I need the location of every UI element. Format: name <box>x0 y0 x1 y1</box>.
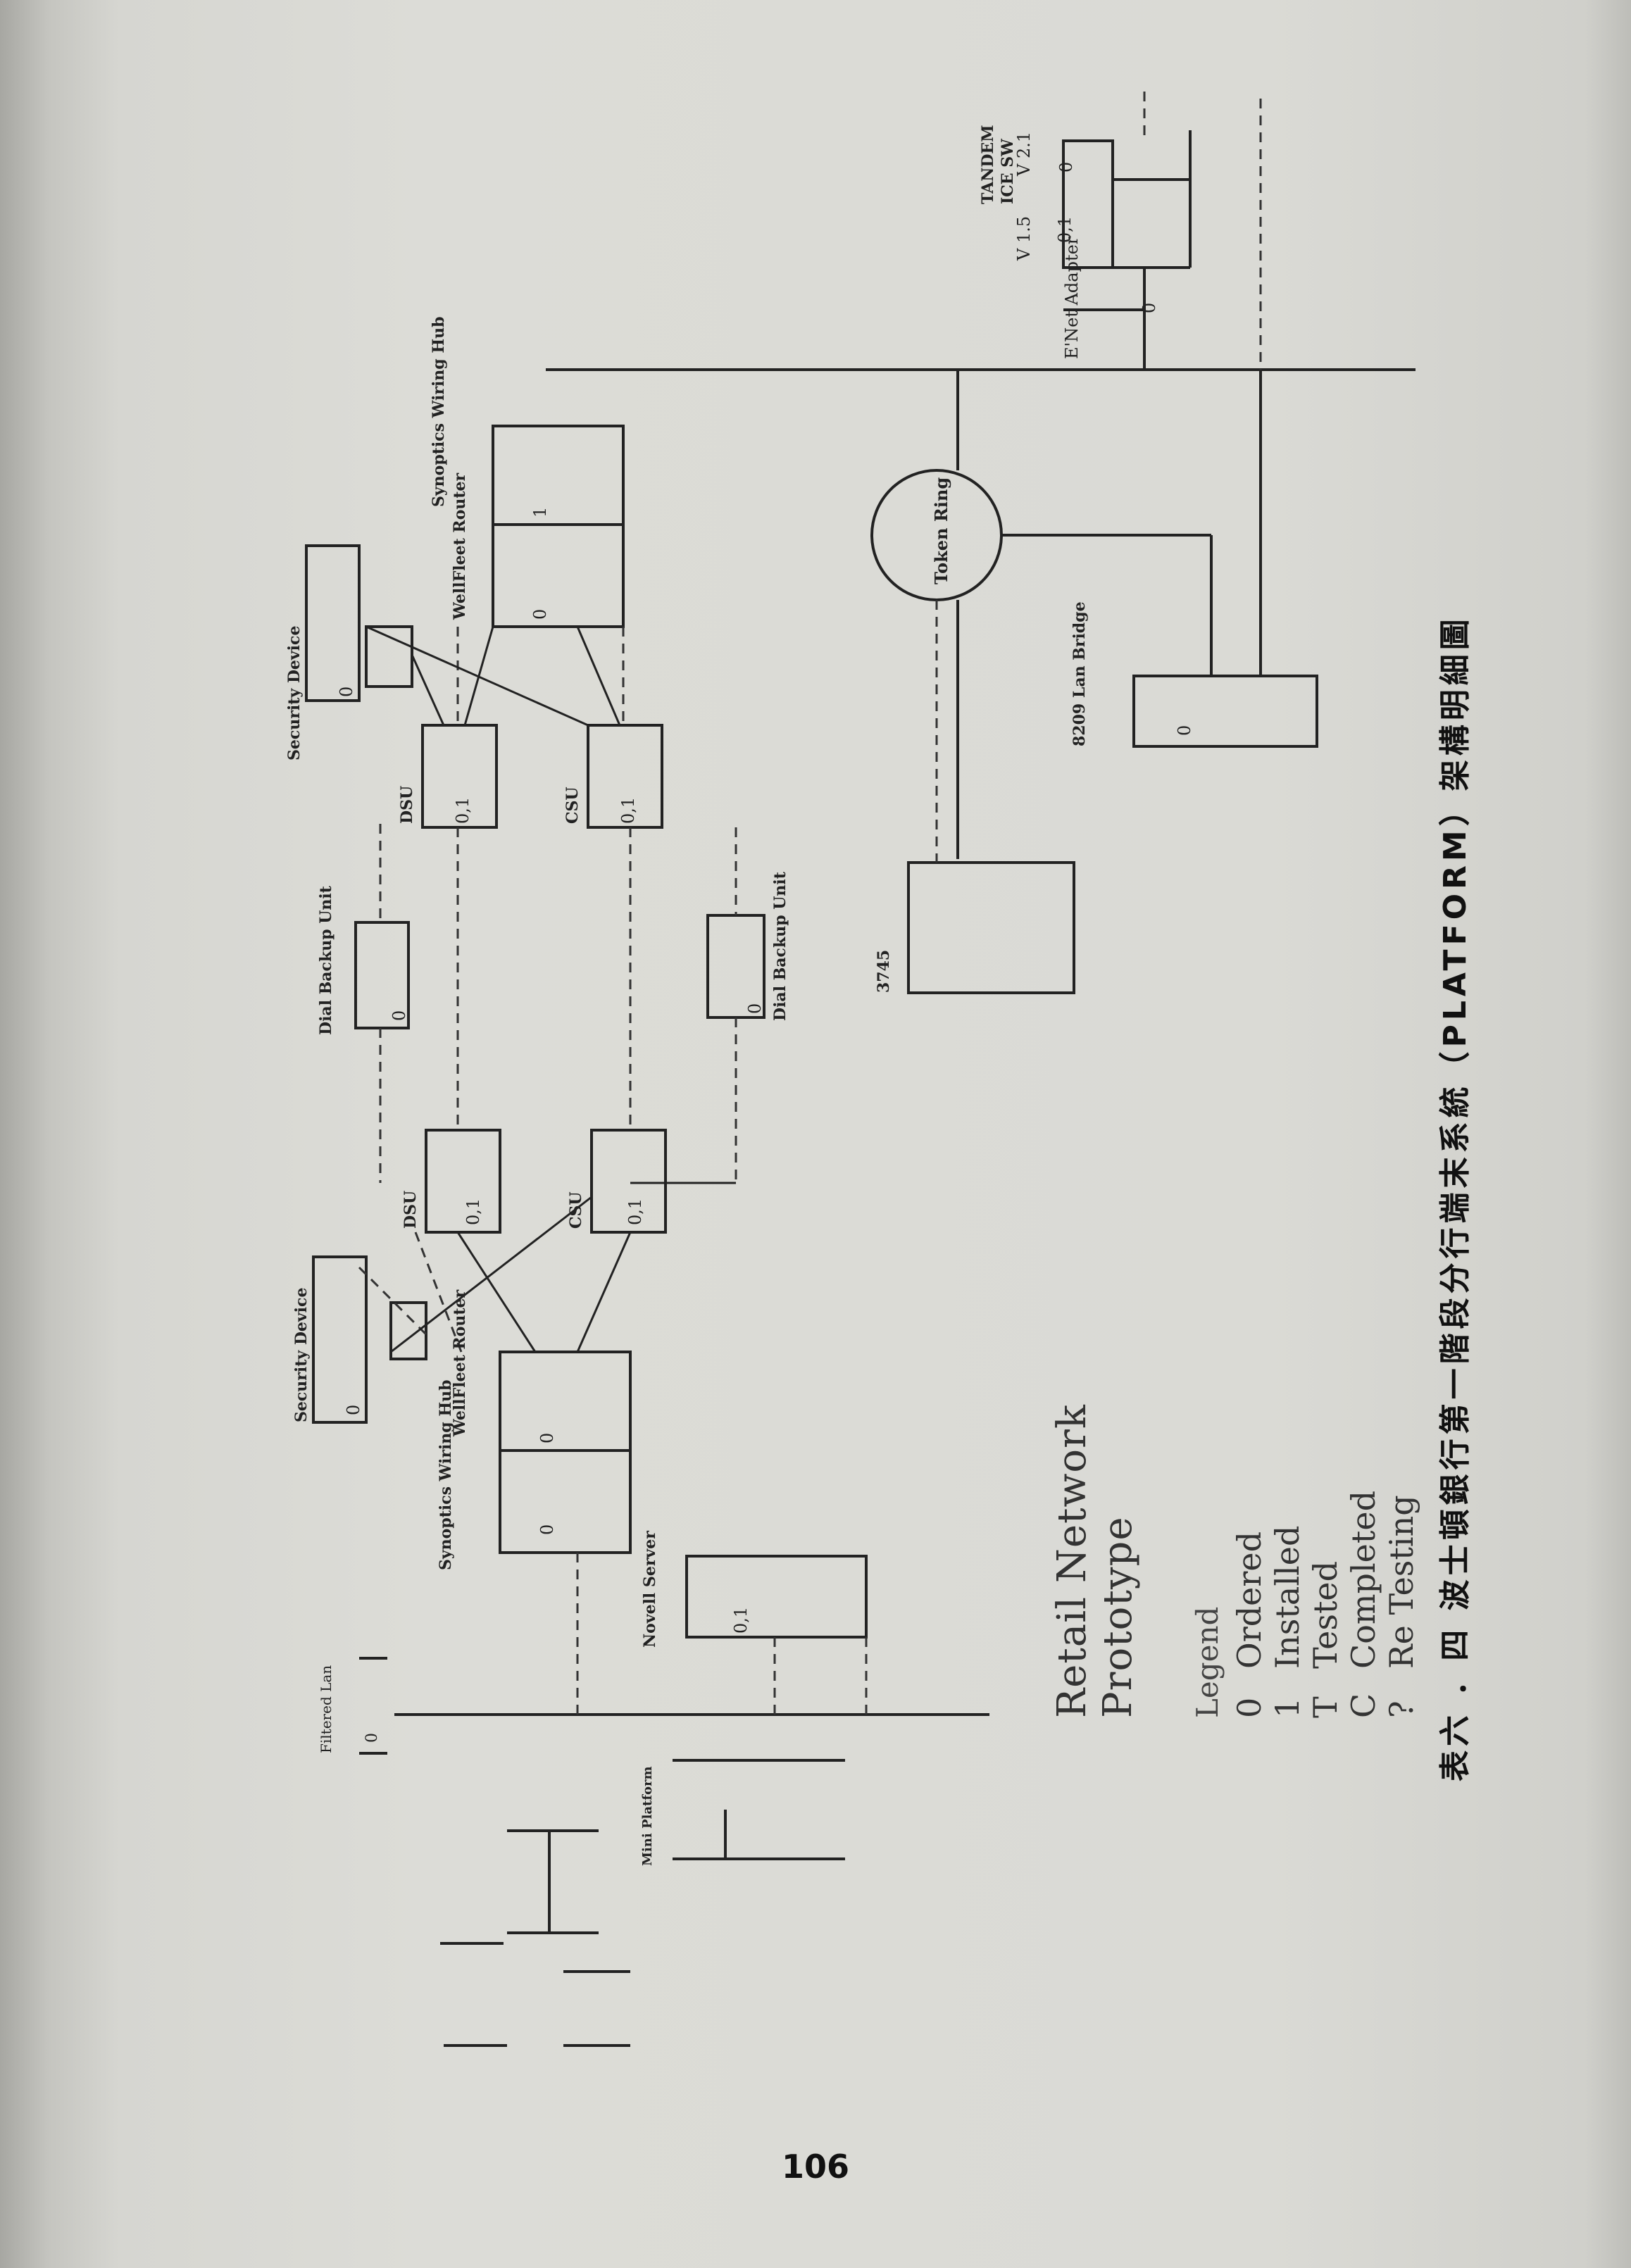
right-dial-backup-label: Dial Backup Unit <box>771 871 789 1021</box>
upper-csu-box <box>587 724 663 829</box>
enet-adapter-label: E'Net Adapter <box>1062 236 1082 359</box>
status-lower-security: 0 <box>344 1405 363 1415</box>
lower-router-label: WellFleet Router <box>451 1289 469 1437</box>
upper-router-hub-box <box>492 425 625 628</box>
status-novell: 0,1 <box>731 1607 751 1634</box>
page-number: 106 <box>782 2148 850 2186</box>
legend-text: Tested <box>1306 1560 1344 1669</box>
lower-router-hub-box <box>499 1351 632 1554</box>
legend-block: Retail Network Prototype Legend 0 Ordere… <box>1049 1225 1420 1718</box>
upper-csu-label: CSU <box>563 787 582 824</box>
status-upper-dsu: 0,1 <box>453 797 473 824</box>
status-enet: 0 <box>1139 303 1159 313</box>
lower-csu-label: CSU <box>567 1191 585 1229</box>
status-tandem-v15: 0,1 <box>1055 216 1075 243</box>
upper-dsu-box <box>421 724 498 829</box>
legend-item: 0 Ordered <box>1230 1225 1268 1718</box>
upper-security-label: Security Device <box>285 626 304 760</box>
legend-code: 0 <box>1230 1697 1268 1718</box>
diagram-title: Retail Network Prototype <box>1049 1404 1141 1718</box>
legend-code: ? <box>1382 1700 1420 1718</box>
novell-server-label: Novell Server <box>641 1531 659 1648</box>
mini-platform-label: Mini Platform <box>640 1766 655 1866</box>
lower-csu-box <box>590 1129 667 1234</box>
status-upper-csu: 0,1 <box>618 797 638 824</box>
figure-caption: 表六 ．四 波士頓銀行第一階段分行端末系統（PLATFORM）架構明細圖 <box>1437 615 1473 1781</box>
tandem-label: TANDEM <box>979 125 997 204</box>
lower-hub-label: Synoptics Wiring Hub <box>437 1379 455 1570</box>
filtered-lan-label: Filtered Lan <box>318 1665 335 1753</box>
legend-code: C <box>1344 1693 1382 1718</box>
upper-router-label: WellFleet Router <box>451 472 469 620</box>
box-3745 <box>907 861 1075 994</box>
version-15-label: V 1.5 <box>1014 216 1034 261</box>
legend-text: Ordered <box>1230 1531 1268 1669</box>
status-right-dial: 0 <box>745 1003 765 1014</box>
status-tandem-v21: 0 <box>1056 162 1076 173</box>
legend-heading: Legend <box>1190 1606 1225 1718</box>
upper-dsu-label: DSU <box>398 786 416 824</box>
lan-bridge-label: 8209 Lan Bridge <box>1070 601 1089 746</box>
legend-text: Installed <box>1268 1525 1306 1669</box>
legend-item: T Tested <box>1306 1225 1344 1718</box>
lan-bridge-box <box>1132 675 1318 748</box>
legend-text: Re Testing <box>1382 1495 1420 1669</box>
upper-hub-label: Synoptics Wiring Hub <box>430 316 448 507</box>
lower-dsu-box <box>425 1129 501 1234</box>
legend-item: C Completed <box>1344 1225 1382 1718</box>
status-lower-router: 0 <box>537 1433 557 1443</box>
right-dial-backup-box <box>706 914 765 1019</box>
status-filtered-lan: 0 <box>363 1733 381 1743</box>
status-lower-dsu: 0,1 <box>463 1198 483 1225</box>
legend-text: Completed <box>1344 1490 1382 1669</box>
label-3745: 3745 <box>875 950 893 993</box>
ice-sw-label: ICE SW <box>999 139 1017 204</box>
status-bridge: 0 <box>1175 725 1194 736</box>
token-ring-label: Token Ring <box>931 477 951 584</box>
tandem-box <box>1062 139 1114 269</box>
upper-dial-backup-label: Dial Backup Unit <box>317 885 335 1035</box>
status-lower-csu: 0,1 <box>625 1198 645 1225</box>
legend-item: ? Re Testing <box>1382 1225 1420 1718</box>
upper-security-box <box>305 544 361 702</box>
novell-server-box <box>685 1555 868 1639</box>
lower-security-label: Security Device <box>292 1288 311 1422</box>
version-21-label: V 2.1 <box>1014 132 1034 177</box>
lower-dsu-label: DSU <box>401 1191 420 1229</box>
status-lower-hub: 0 <box>537 1524 557 1535</box>
status-upper-hub: 1 <box>530 507 550 518</box>
status-upper-router: 0 <box>530 609 550 620</box>
legend-item: 1 Installed <box>1268 1225 1306 1718</box>
lower-security-box <box>312 1255 368 1424</box>
legend-code: 1 <box>1268 1697 1306 1718</box>
legend-code: T <box>1306 1696 1344 1718</box>
status-upper-security: 0 <box>337 687 356 697</box>
upper-dial-backup-box <box>354 921 410 1029</box>
status-upper-dial: 0 <box>389 1010 409 1021</box>
